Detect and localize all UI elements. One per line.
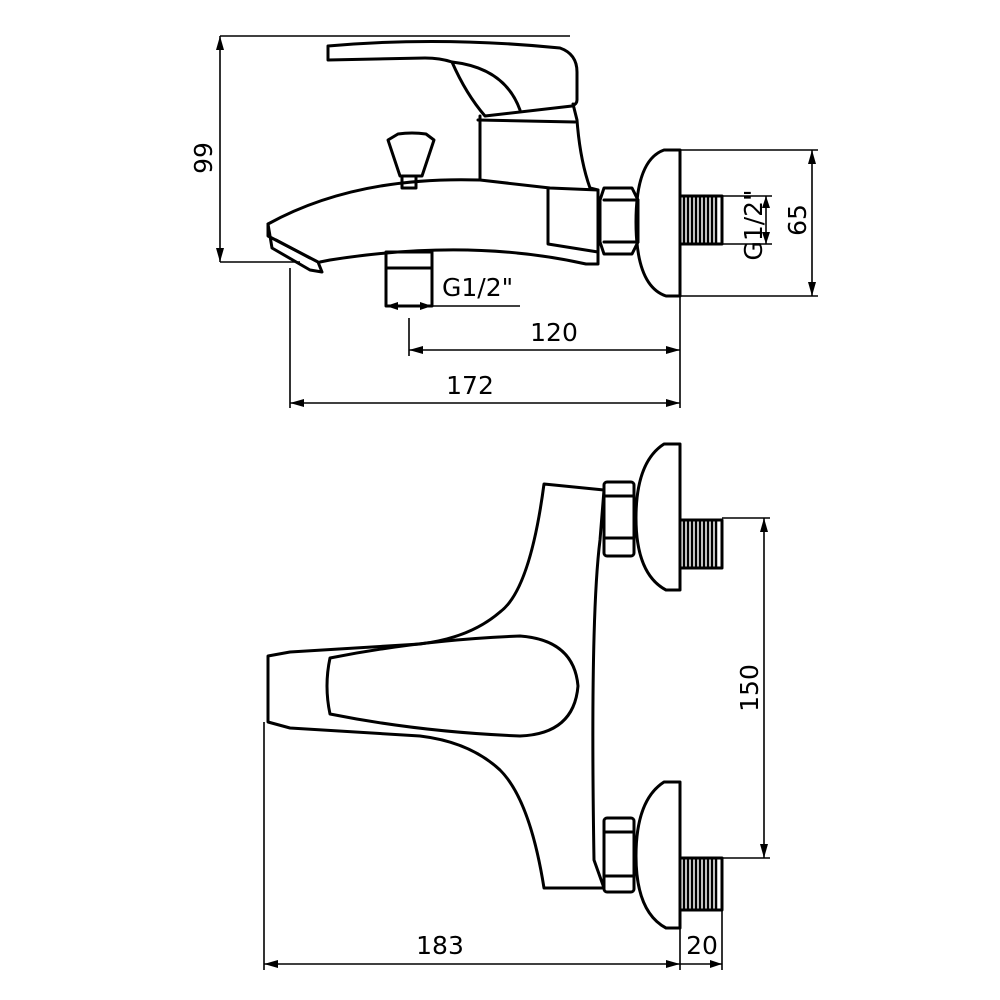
hex-nut (598, 186, 640, 256)
dimension-eccentric-depth: 20 (680, 910, 723, 970)
lever-handle-contour (450, 60, 522, 112)
outlet-thread-callout: G1/2" (386, 268, 520, 310)
inlet-thread-callout: G1/2" (722, 189, 772, 261)
mixer-body (266, 482, 606, 890)
thread-hatching (682, 196, 718, 244)
dimension-connection-height-label: 65 (783, 204, 812, 236)
dimension-eccentric-depth-label: 20 (686, 931, 718, 960)
upper-thread-hatching (682, 520, 718, 568)
dimension-overall-length: 183 (263, 722, 681, 970)
dimension-centres-label: 150 (735, 664, 764, 712)
dimension-height: 99 (189, 35, 570, 263)
dimension-overall-projection: 172 (289, 268, 680, 408)
diverter-knob (386, 131, 436, 178)
cartridge-collar (476, 118, 577, 124)
dimension-overall-projection-label: 172 (446, 371, 494, 400)
aerator-rim (274, 238, 312, 260)
side-view: 99 65 G1/2" G1/2" (189, 35, 818, 408)
lever-handle (326, 39, 579, 118)
top-view: 150 183 20 (263, 442, 770, 970)
cartridge-body (478, 102, 600, 192)
inlet-thread-label: G1/2" (739, 189, 768, 260)
upper-escutcheon (634, 442, 682, 592)
lower-thread-hatching (682, 858, 718, 910)
upper-hex-nut (602, 480, 636, 558)
dimension-overall-length-label: 183 (416, 931, 464, 960)
lower-hex-nut (602, 816, 636, 894)
spout-front-face (546, 186, 600, 254)
dimension-height-label: 99 (189, 142, 218, 174)
dimension-centres: 150 (722, 517, 770, 859)
spout-aerator (266, 222, 324, 274)
lever-top (325, 634, 580, 738)
outlet-thread-label: G1/2" (442, 273, 513, 302)
dimension-spout-to-wall: 120 (408, 296, 681, 408)
lower-escutcheon (634, 780, 682, 930)
bottom-outlet-connector (384, 250, 434, 308)
escutcheon (634, 148, 682, 298)
dimension-spout-to-wall-label: 120 (530, 318, 578, 347)
dimension-connection-height: 65 (680, 149, 818, 297)
